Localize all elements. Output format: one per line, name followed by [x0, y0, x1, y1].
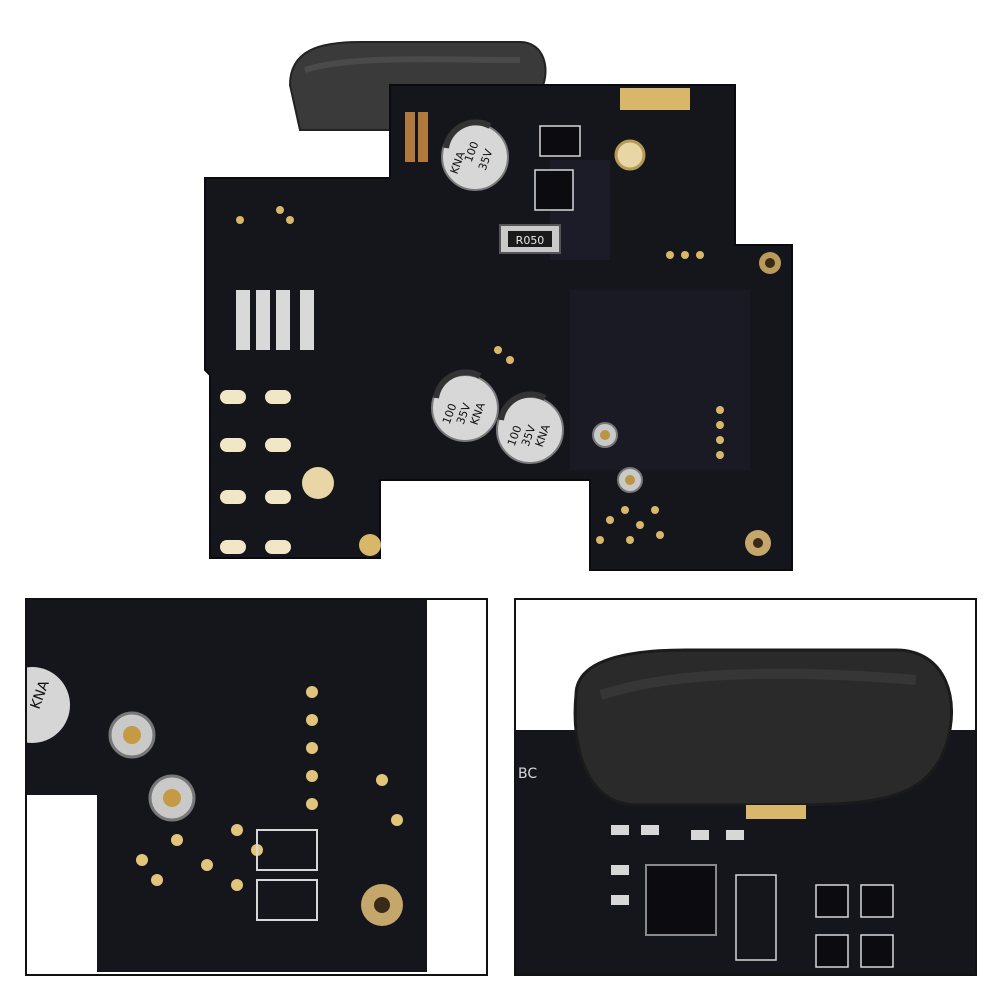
svg-text:R050: R050: [516, 234, 545, 247]
smd-pad-array: [236, 112, 428, 350]
capacitor-top: 100 35V KNA: [441, 119, 509, 191]
mcu-chip: [645, 864, 717, 936]
edge-pads: [620, 88, 690, 110]
capacitor-bottom-right: 100 35V KNA: [496, 391, 564, 464]
detail-inset-right-illustration: BC: [516, 600, 975, 974]
pcb-board-photo: 100 35V KNA 100 35V KNA 100 35V KNA R050: [190, 30, 810, 585]
ic-chip: [539, 125, 581, 157]
detail-inset-left-illustration: KNA: [27, 600, 486, 974]
resistor-r050: R050: [499, 224, 561, 254]
solder-pads-left: [220, 390, 381, 556]
svg-text:BC: BC: [518, 766, 537, 782]
foam-pad-detail: [573, 648, 954, 807]
via-dots: [236, 206, 724, 544]
detail-inset-left: KNA: [25, 598, 488, 976]
detail-inset-right: BC: [514, 598, 977, 976]
pcb-board-illustration: 100 35V KNA 100 35V KNA 100 35V KNA R050: [204, 41, 793, 571]
capacitor-bottom-left: 100 35V KNA: [431, 369, 499, 442]
